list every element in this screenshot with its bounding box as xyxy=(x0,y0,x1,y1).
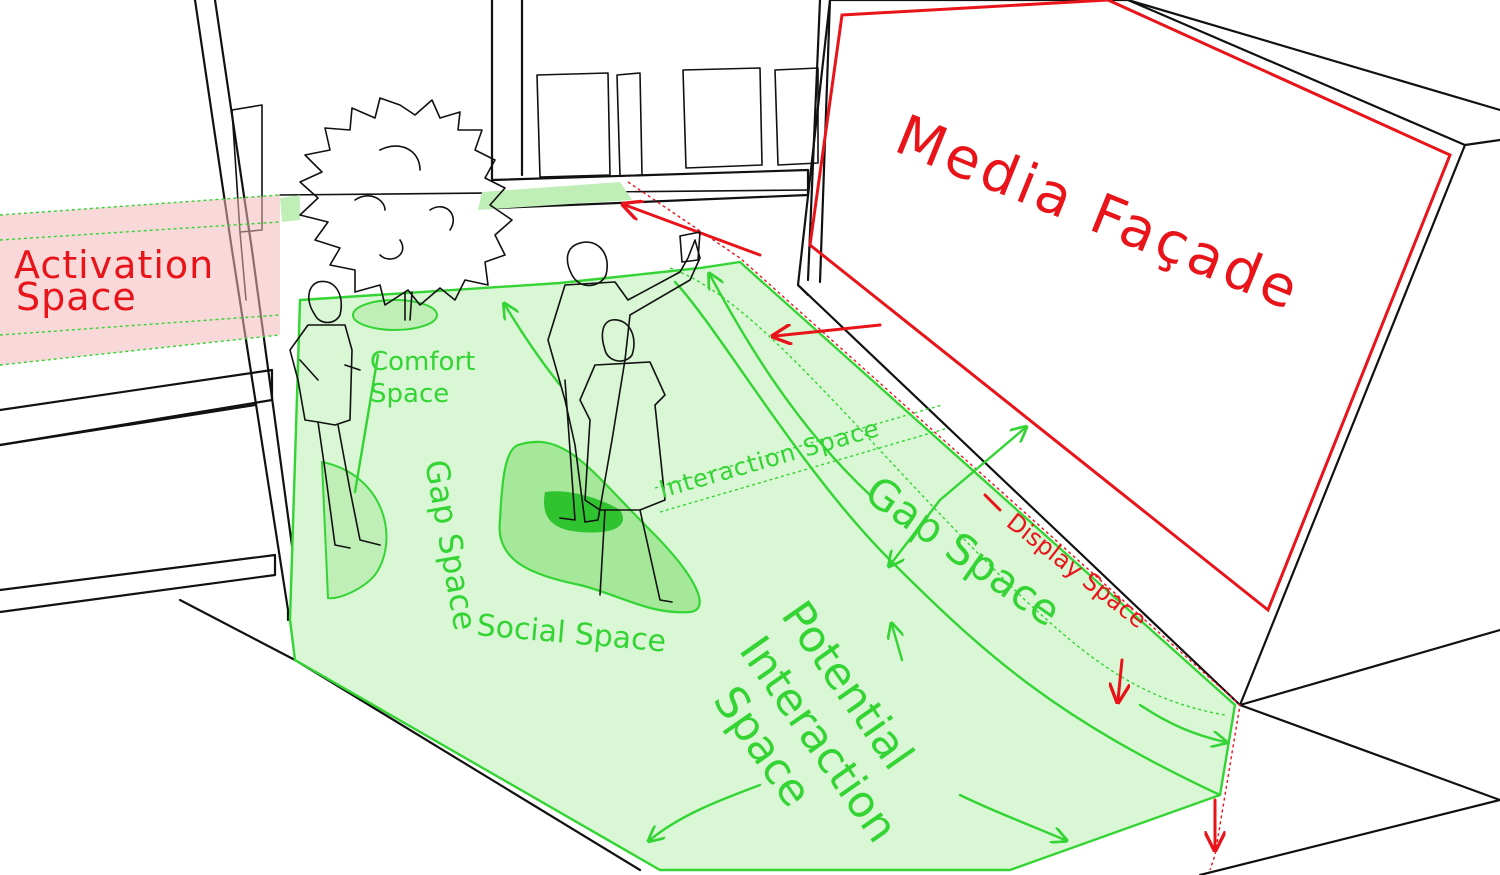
facade-building xyxy=(796,0,1500,875)
label-comfort-space-line2: Space xyxy=(370,379,449,409)
person-woman xyxy=(579,319,673,603)
flow-lines xyxy=(505,275,1225,840)
label-activation-space-line2: Space xyxy=(16,275,137,319)
label-comfort-space-line1: Comfort xyxy=(370,347,475,377)
facade-screen-frame xyxy=(808,0,1452,613)
person-pointing xyxy=(547,231,701,523)
social-space-area xyxy=(498,440,701,614)
interaction-space-band xyxy=(654,404,949,513)
tree xyxy=(299,97,513,321)
building-back xyxy=(279,0,832,284)
person-observer xyxy=(289,280,381,549)
comfort-space-shapes xyxy=(320,299,438,600)
label-activation-space-line1: Activation xyxy=(14,243,214,287)
display-arrows xyxy=(625,205,1215,848)
label-media-facade: Media Façade xyxy=(887,103,1310,325)
activation-space-band xyxy=(0,182,632,366)
